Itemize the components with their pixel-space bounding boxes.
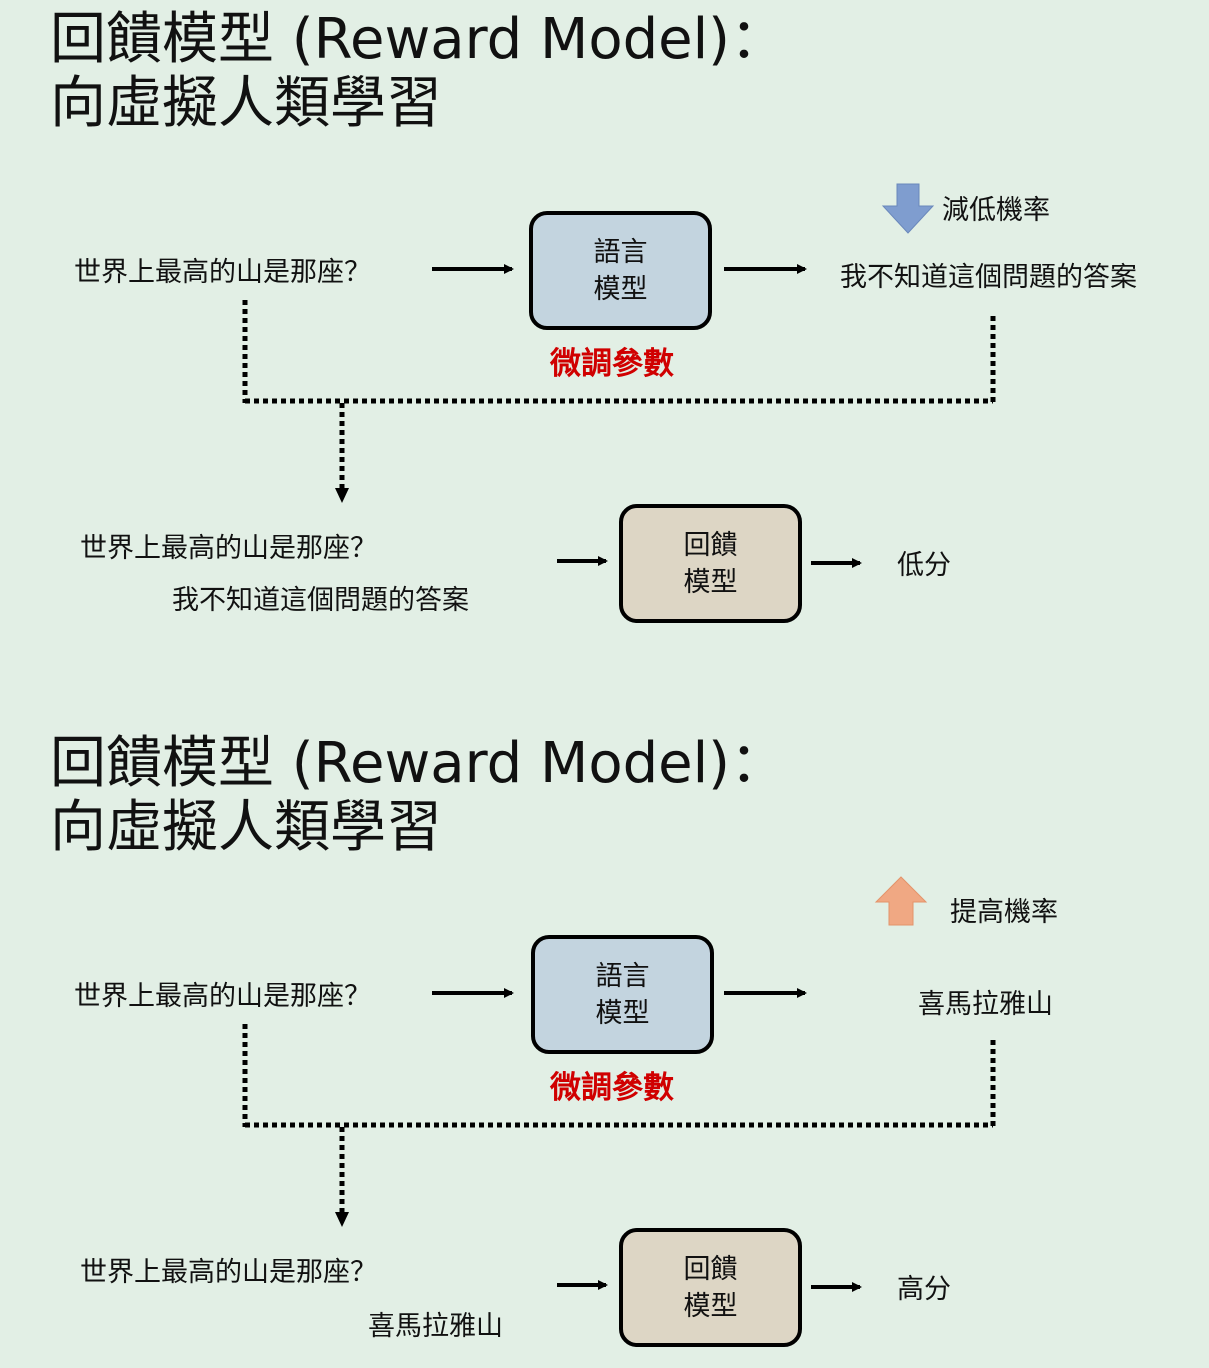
language-model-box: 語言 模型	[529, 211, 712, 330]
model-answer-text: 喜馬拉雅山	[918, 989, 1053, 1020]
finetune-label: 微調參數	[550, 1070, 674, 1106]
language-model-label-line-1: 語言	[595, 960, 650, 992]
question-text: 世界上最高的山是那座？	[74, 981, 371, 1012]
score-text: 高分	[897, 1274, 951, 1305]
rm-input-answer: 我不知道這個問題的答案	[172, 585, 469, 616]
reward-model-label-line-1: 回饋	[683, 529, 738, 561]
reward-model-label-line-1: 回饋	[683, 1253, 738, 1285]
language-model-label-line-2: 模型	[593, 273, 648, 305]
language-model-label-line-1: 語言	[593, 236, 648, 268]
title-line-2: 向虛擬人類學習	[50, 71, 442, 136]
flow-connectors	[242, 183, 996, 568]
language-model-label-line-2: 模型	[595, 997, 650, 1029]
rm-input-answer: 喜馬拉雅山	[368, 1311, 503, 1342]
arrow-down-icon	[881, 183, 935, 234]
language-model-box: 語言 模型	[531, 935, 714, 1054]
panel-1: 回饋模型 (Reward Model)： 向虛擬人類學習 減低機率 世界上最高的…	[50, 8, 1137, 623]
finetune-label: 微調參數	[550, 346, 674, 382]
reward-model-label-line-2: 模型	[683, 566, 738, 598]
rm-input-question: 世界上最高的山是那座？	[80, 1257, 377, 1288]
arrow-up-icon	[874, 876, 928, 926]
page-title: 回饋模型 (Reward Model)： 向虛擬人類學習	[50, 732, 786, 860]
model-answer-text: 我不知道這個問題的答案	[840, 262, 1137, 293]
page-title: 回饋模型 (Reward Model)： 向虛擬人類學習	[50, 8, 786, 136]
reward-model-box: 回饋 模型	[619, 504, 802, 623]
probability-label: 減低機率	[942, 195, 1050, 226]
title-line-1: 回饋模型 (Reward Model)：	[50, 7, 786, 72]
question-text: 世界上最高的山是那座？	[74, 257, 371, 288]
probability-label: 提高機率	[950, 897, 1058, 928]
title-line-2: 向虛擬人類學習	[50, 795, 442, 860]
rm-input-question: 世界上最高的山是那座？	[80, 533, 377, 564]
flow-connectors	[242, 876, 996, 1292]
title-line-1: 回饋模型 (Reward Model)：	[50, 731, 786, 796]
reward-model-box: 回饋 模型	[619, 1228, 802, 1347]
score-text: 低分	[897, 550, 951, 581]
panel-2: 回饋模型 (Reward Model)： 向虛擬人類學習 提高機率 世界上最高的…	[0, 724, 1209, 1368]
reward-model-label-line-2: 模型	[683, 1290, 738, 1322]
